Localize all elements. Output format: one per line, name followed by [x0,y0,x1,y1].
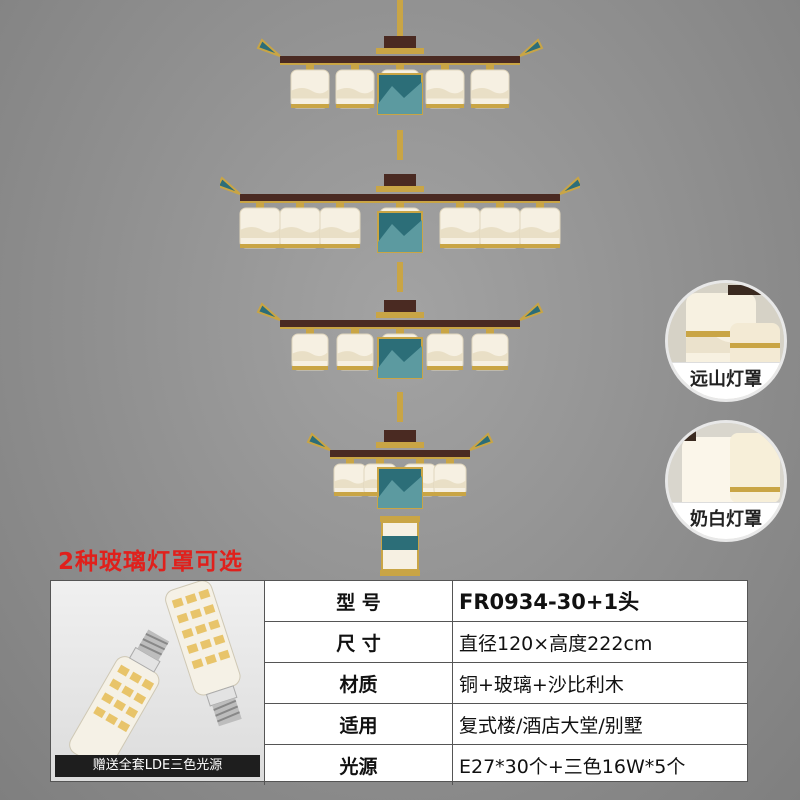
bulb-panel: 赠送全套LDE三色光源 [51,581,265,781]
shade-label-naibai: 奶白灯罩 [668,502,784,539]
spec-row-light-source: 光源 E27*30个+三色16W*5个 [264,744,748,785]
spec-value: 铜+玻璃+沙比利木 [452,662,748,704]
spec-value: FR0934-30+1头 [452,581,748,622]
spec-key: 材质 [264,662,453,704]
spec-key: 尺 寸 [264,621,453,663]
spec-row-model: 型 号 FR0934-30+1头 [264,581,748,622]
spec-key: 光源 [264,744,453,785]
led-corn-bulb-image [69,581,242,770]
spec-value: E27*30个+三色16W*5个 [452,744,748,785]
shade-label-yuanshan: 远山灯罩 [668,362,784,399]
spec-value: 直径120×高度222cm [452,621,748,663]
spec-key: 适用 [264,703,453,745]
spec-value: 复式楼/酒店大堂/别墅 [452,703,748,745]
spec-table: 型 号 FR0934-30+1头 尺 寸 直径120×高度222cm 材质 铜+… [264,581,748,785]
shade-option-naibai[interactable]: 奶白灯罩 [665,420,787,542]
spec-box: 赠送全套LDE三色光源 型 号 FR0934-30+1头 尺 寸 直径120×高… [50,580,748,785]
promo-text: 2种玻璃灯罩可选 [58,549,244,575]
bulb-caption: 赠送全套LDE三色光源 [55,755,260,777]
spec-row-material: 材质 铜+玻璃+沙比利木 [264,662,748,704]
spec-row-size: 尺 寸 直径120×高度222cm [264,621,748,663]
spec-row-usage: 适用 复式楼/酒店大堂/别墅 [264,703,748,745]
shade-option-yuanshan[interactable]: 远山灯罩 [665,280,787,402]
chandelier-image [220,0,580,576]
spec-key: 型 号 [264,581,453,622]
